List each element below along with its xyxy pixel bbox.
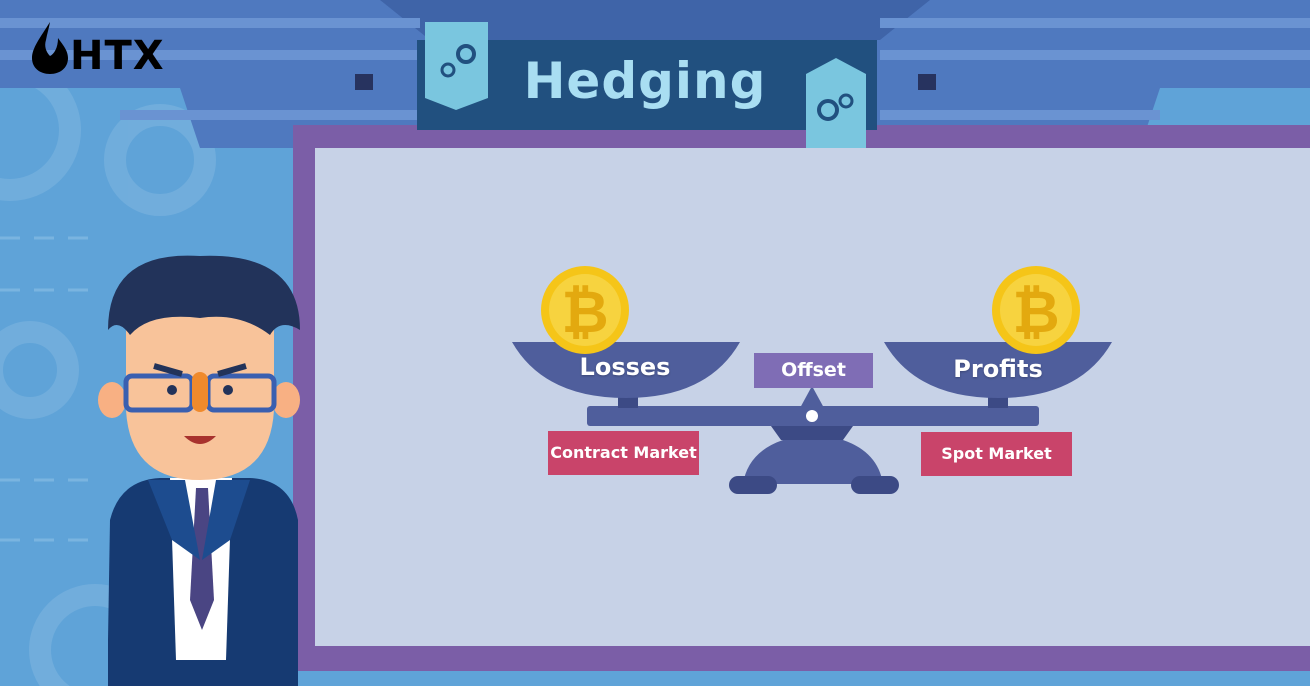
- flame-logo-icon: [32, 22, 68, 74]
- gears-icon: [806, 58, 866, 148]
- balance-scale: [512, 342, 1112, 494]
- page-title: Hedging: [523, 52, 767, 110]
- spot-market-label: Spot Market: [921, 432, 1072, 476]
- profits-label: Profits: [953, 355, 1043, 383]
- background-dashes: [0, 236, 100, 542]
- title-banner: [417, 40, 877, 130]
- character-presenter: [98, 255, 300, 686]
- svg-text:₿: ₿: [1012, 278, 1059, 346]
- offset-label: Offset: [754, 353, 873, 388]
- bitcoin-coin-icon: ₿: [992, 266, 1080, 354]
- brand-logo-text: HTX: [70, 33, 165, 79]
- left-pan: [512, 342, 740, 398]
- right-pan: [884, 342, 1112, 398]
- bitcoin-coin-icon: ₿: [541, 266, 629, 354]
- contract-market-label: Contract Market: [548, 431, 699, 475]
- svg-text:₿: ₿: [561, 278, 608, 346]
- gears-icon: [425, 22, 488, 110]
- losses-label: Losses: [579, 353, 671, 381]
